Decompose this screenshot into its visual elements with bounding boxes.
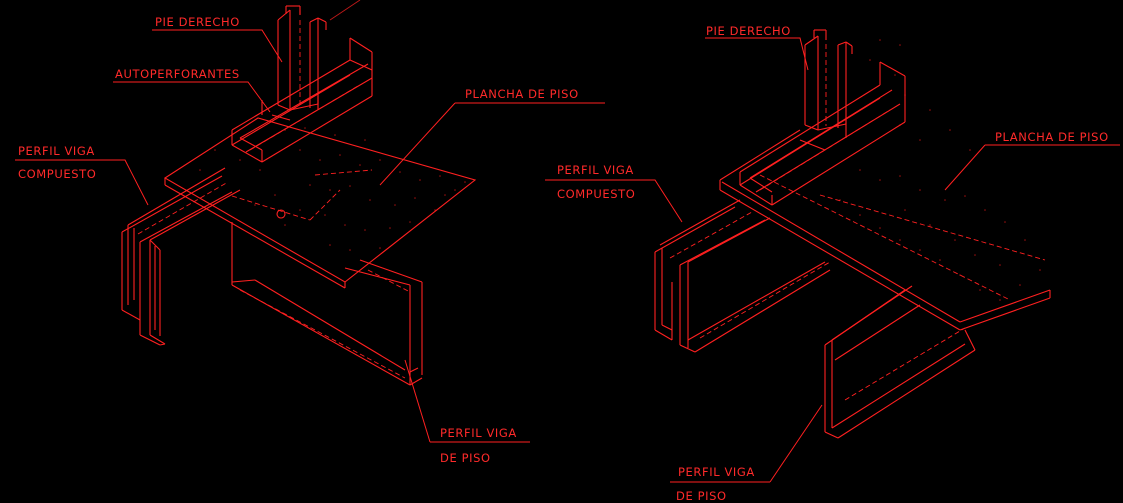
- left-composite-beam: [121, 167, 241, 346]
- right-floor-plate-hatch: [839, 39, 1041, 301]
- right-leaders: [545, 37, 1120, 483]
- left-top-track: [231, 37, 373, 163]
- left-floor-beam: [231, 222, 423, 386]
- left-label-autoperforantes: AUTOPERFORANTES: [115, 67, 240, 81]
- left-stud: [277, 5, 327, 111]
- right-stud: [799, 29, 853, 151]
- right-floor-beam: [824, 285, 976, 439]
- left-break-line: [329, 0, 361, 21]
- left-label-perfil-viga-piso-2: DE PISO: [440, 451, 491, 465]
- right-label-perfil-viga-compuesto-2: COMPUESTO: [557, 187, 635, 201]
- left-label-perfil-viga-piso-1: PERFIL VIGA: [440, 426, 517, 440]
- left-label-perfil-viga-compuesto-1: PERFIL VIGA: [18, 144, 95, 158]
- right-label-perfil-viga-piso-2: DE PISO: [676, 489, 727, 503]
- left-floor-plate-hatch: [199, 127, 466, 251]
- left-screws: [261, 96, 319, 121]
- right-label-perfil-viga-compuesto-1: PERFIL VIGA: [557, 163, 634, 177]
- left-label-pie-derecho: PIE DERECHO: [155, 15, 240, 29]
- right-label-pie-derecho: PIE DERECHO: [706, 24, 791, 38]
- left-detail: PIE DERECHO AUTOPERFORANTES PLANCHA DE P…: [15, 0, 605, 465]
- left-leaders: [15, 29, 605, 443]
- right-top-track: [739, 61, 906, 206]
- right-detail: PIE DERECHO PLANCHA DE PISO PERFIL VIGA …: [545, 24, 1120, 503]
- right-floor-plate: [719, 129, 1051, 331]
- right-label-plancha-de-piso: PLANCHA DE PISO: [995, 130, 1109, 144]
- right-composite-beam: [654, 199, 831, 353]
- right-label-perfil-viga-piso-1: PERFIL VIGA: [678, 465, 755, 479]
- left-label-plancha-de-piso: PLANCHA DE PISO: [465, 87, 579, 101]
- left-floor-plate: [163, 117, 477, 289]
- left-label-perfil-viga-compuesto-2: COMPUESTO: [18, 167, 96, 181]
